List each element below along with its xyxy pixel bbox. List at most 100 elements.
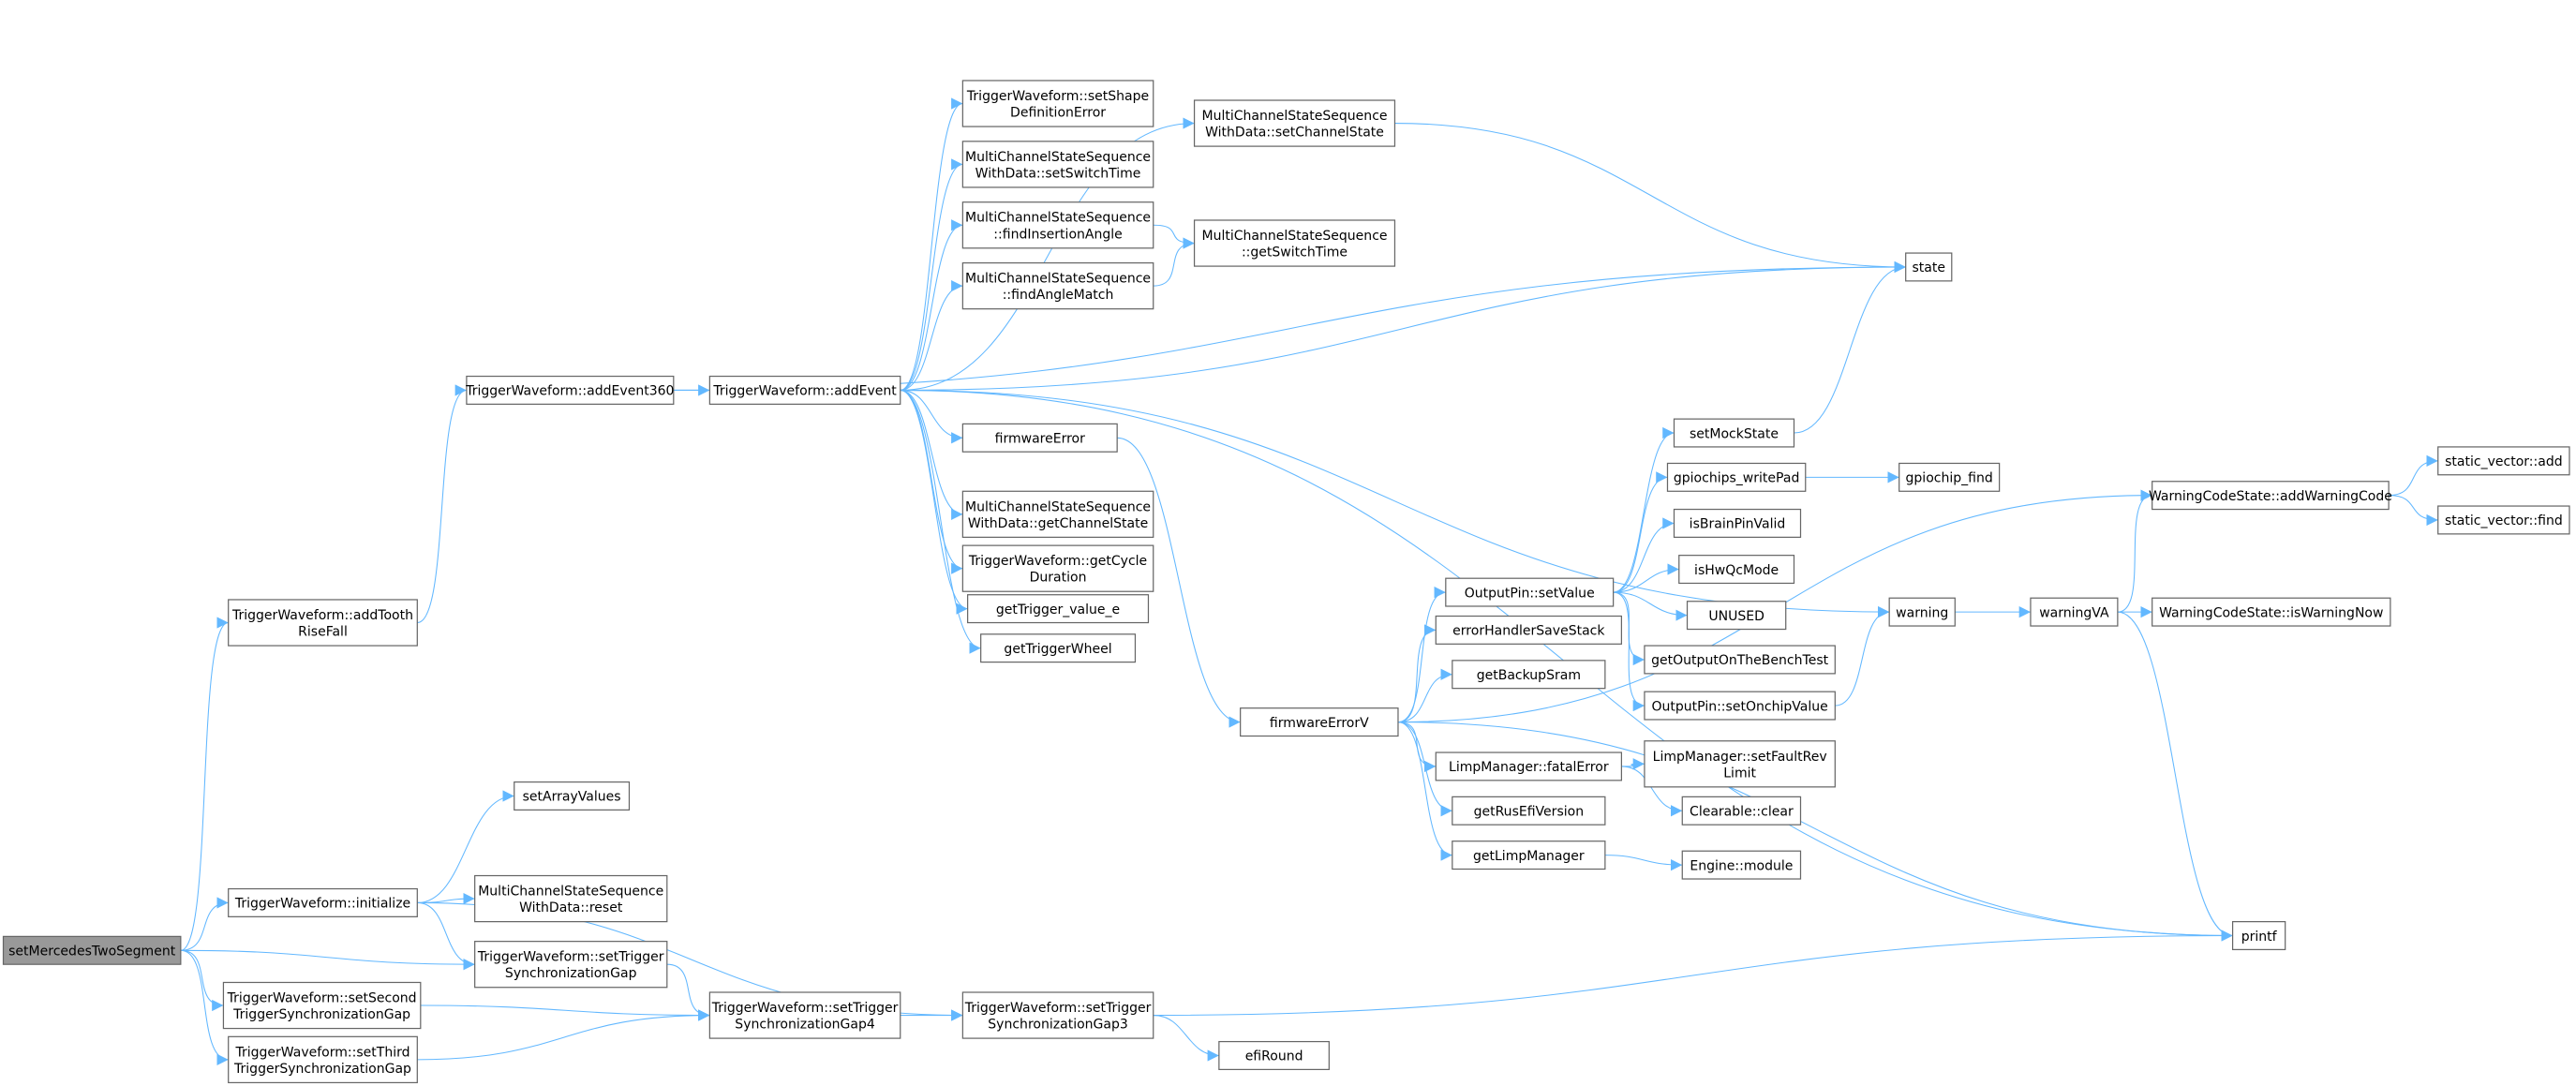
node-box bbox=[961, 423, 1118, 453]
node-state[interactable]: state bbox=[1905, 252, 1953, 282]
node-label: DefinitionError bbox=[1010, 106, 1106, 121]
node-multichannelstatesequencewithdata-getchannelstate[interactable]: MultiChannelStateSequenceWithData::getCh… bbox=[961, 490, 1154, 538]
node-setmercedestwosegment[interactable]: setMercedesTwoSegment bbox=[2, 935, 182, 965]
node-outputpin-setvalue[interactable]: OutputPin::setValue bbox=[1445, 577, 1615, 607]
node-warning[interactable]: warning bbox=[1888, 597, 1956, 627]
call-edge bbox=[900, 389, 968, 615]
node-static-vector-find[interactable]: static_vector::find bbox=[2437, 505, 2570, 535]
node-engine-module[interactable]: Engine::module bbox=[1681, 850, 1802, 880]
node-isbrainpinvalid[interactable]: isBrainPinValid bbox=[1673, 508, 1802, 538]
call-edge bbox=[1613, 563, 1679, 593]
node-gettriggerwheel[interactable]: getTriggerWheel bbox=[980, 633, 1137, 663]
node-box bbox=[1681, 796, 1802, 826]
node-triggerwaveform-addevent[interactable]: TriggerWaveform::addEvent bbox=[708, 375, 901, 405]
node-multichannelstatesequence-findanglematch[interactable]: MultiChannelStateSequence::findAngleMatc… bbox=[961, 261, 1154, 310]
node-box bbox=[1435, 751, 1623, 781]
node-label: TriggerSynchronizationGap bbox=[233, 1062, 411, 1077]
node-label: getOutputOnTheBenchTest bbox=[1651, 653, 1828, 668]
node-multichannelstatesequence-findinsertionangle[interactable]: MultiChannelStateSequence::findInsertion… bbox=[961, 201, 1154, 249]
node-errorhandlersavestack[interactable]: errorHandlerSaveStack bbox=[1435, 615, 1623, 645]
call-edge bbox=[900, 158, 963, 391]
node-getlimpmanager[interactable]: getLimpManager bbox=[1452, 841, 1606, 870]
node-label: TriggerWaveform::getCycle bbox=[968, 554, 1147, 569]
node-box bbox=[2152, 597, 2391, 627]
node-label: UNUSED bbox=[1708, 609, 1764, 624]
node-triggerwaveform-initialize[interactable]: TriggerWaveform::initialize bbox=[228, 887, 418, 917]
node-multichannelstatesequencewithdata-setchannelstate[interactable]: MultiChannelStateSequenceWithData::setCh… bbox=[1193, 99, 1396, 147]
node-box bbox=[1678, 555, 1795, 585]
node-warningcodestate-addwarningcode[interactable]: WarningCodeState::addWarningCode bbox=[2149, 481, 2392, 511]
node-triggerwaveform-settriggersynchronizationgap[interactable]: TriggerWaveform::setTriggerSynchronizati… bbox=[474, 941, 668, 989]
node-label: MultiChannelStateSequence bbox=[1201, 109, 1387, 124]
call-edge bbox=[1397, 587, 1446, 723]
call-edge bbox=[180, 897, 229, 951]
node-box bbox=[961, 991, 1154, 1039]
node-getoutputonthebenchtest[interactable]: getOutputOnTheBenchTest bbox=[1644, 645, 1836, 675]
node-label: Duration bbox=[1030, 571, 1087, 586]
node-multichannelstatesequencewithdata-setswitchtime[interactable]: MultiChannelStateSequenceWithData::setSw… bbox=[961, 141, 1154, 188]
node-clearable-clear[interactable]: Clearable::clear bbox=[1681, 796, 1802, 826]
node-limpmanager-fatalerror[interactable]: LimpManager::fatalError bbox=[1435, 751, 1623, 781]
node-warningcodestate-iswarningnow[interactable]: WarningCodeState::isWarningNow bbox=[2152, 597, 2391, 627]
node-efiround[interactable]: efiRound bbox=[1218, 1040, 1330, 1071]
node-label: gpiochips_writePad bbox=[1674, 471, 1800, 486]
call-edge bbox=[1397, 722, 1437, 773]
node-box bbox=[2231, 920, 2286, 951]
call-edge bbox=[900, 219, 963, 391]
call-edge bbox=[417, 384, 468, 624]
node-label: getRusEfiVersion bbox=[1474, 805, 1585, 820]
node-label: LimpManager::fatalError bbox=[1449, 760, 1609, 775]
node-label: warningVA bbox=[2039, 605, 2109, 620]
node-box bbox=[2437, 505, 2570, 535]
node-gettrigger-value-e[interactable]: getTrigger_value_e bbox=[967, 594, 1150, 624]
node-unused[interactable]: UNUSED bbox=[1686, 601, 1787, 631]
node-box bbox=[2, 935, 182, 965]
node-label: WithData::getChannelState bbox=[968, 516, 1148, 531]
node-triggerwaveform-settriggersynchronizationgap3[interactable]: TriggerWaveform::setTriggerSynchronizati… bbox=[961, 991, 1154, 1039]
call-edge bbox=[900, 389, 1890, 618]
node-box bbox=[1218, 1040, 1330, 1071]
node-printf[interactable]: printf bbox=[2231, 920, 2286, 951]
call-edge bbox=[900, 260, 1906, 391]
node-box bbox=[961, 490, 1154, 538]
node-static-vector-add[interactable]: static_vector::add bbox=[2437, 446, 2570, 476]
node-label: ::getSwitchTime bbox=[1242, 245, 1348, 260]
node-triggerwaveform-settriggersynchronizationgap4[interactable]: TriggerWaveform::setTriggerSynchronizati… bbox=[708, 991, 901, 1039]
call-edge bbox=[1613, 471, 1668, 593]
call-edge bbox=[1153, 224, 1195, 249]
node-setarrayvalues[interactable]: setArrayValues bbox=[514, 781, 631, 811]
node-firmwareerrorv[interactable]: firmwareErrorV bbox=[1240, 707, 1399, 737]
node-firmwareerror[interactable]: firmwareError bbox=[961, 423, 1118, 453]
node-gpiochips-writepad[interactable]: gpiochips_writePad bbox=[1666, 462, 1807, 492]
node-setmockstate[interactable]: setMockState bbox=[1673, 418, 1795, 448]
node-triggerwaveform-addevent360[interactable]: TriggerWaveform::addEvent360 bbox=[465, 375, 674, 405]
call-edge bbox=[900, 117, 1195, 391]
node-outputpin-setonchipvalue[interactable]: OutputPin::setOnchipValue bbox=[1644, 691, 1836, 721]
node-box bbox=[1686, 601, 1787, 631]
node-triggerwaveform-setsecondtriggersynchronizationgap[interactable]: TriggerWaveform::setSecondTriggerSynchro… bbox=[222, 981, 422, 1030]
node-box bbox=[222, 981, 422, 1030]
node-box bbox=[228, 887, 418, 917]
node-getrusefiversion[interactable]: getRusEfiVersion bbox=[1452, 796, 1606, 826]
node-box bbox=[980, 633, 1137, 663]
node-getbackupsram[interactable]: getBackupSram bbox=[1452, 660, 1606, 690]
node-box bbox=[514, 781, 631, 811]
node-label: MultiChannelStateSequence bbox=[965, 211, 1151, 226]
node-ishwqcmode[interactable]: isHwQcMode bbox=[1678, 555, 1795, 585]
call-edge bbox=[417, 1009, 710, 1061]
node-triggerwaveform-setthirdtriggersynchronizationgap[interactable]: TriggerWaveform::setThirdTriggerSynchron… bbox=[228, 1035, 418, 1084]
node-warningva[interactable]: warningVA bbox=[2030, 597, 2119, 627]
node-label: static_vector::find bbox=[2445, 513, 2563, 528]
node-box bbox=[474, 874, 668, 923]
call-edge bbox=[417, 790, 514, 903]
node-multichannelstatesequence-getswitchtime[interactable]: MultiChannelStateSequence::getSwitchTime bbox=[1193, 219, 1396, 267]
node-label: MultiChannelStateSequence bbox=[965, 499, 1151, 514]
call-edge bbox=[1613, 591, 1645, 712]
node-gpiochip-find[interactable]: gpiochip_find bbox=[1898, 462, 2001, 492]
